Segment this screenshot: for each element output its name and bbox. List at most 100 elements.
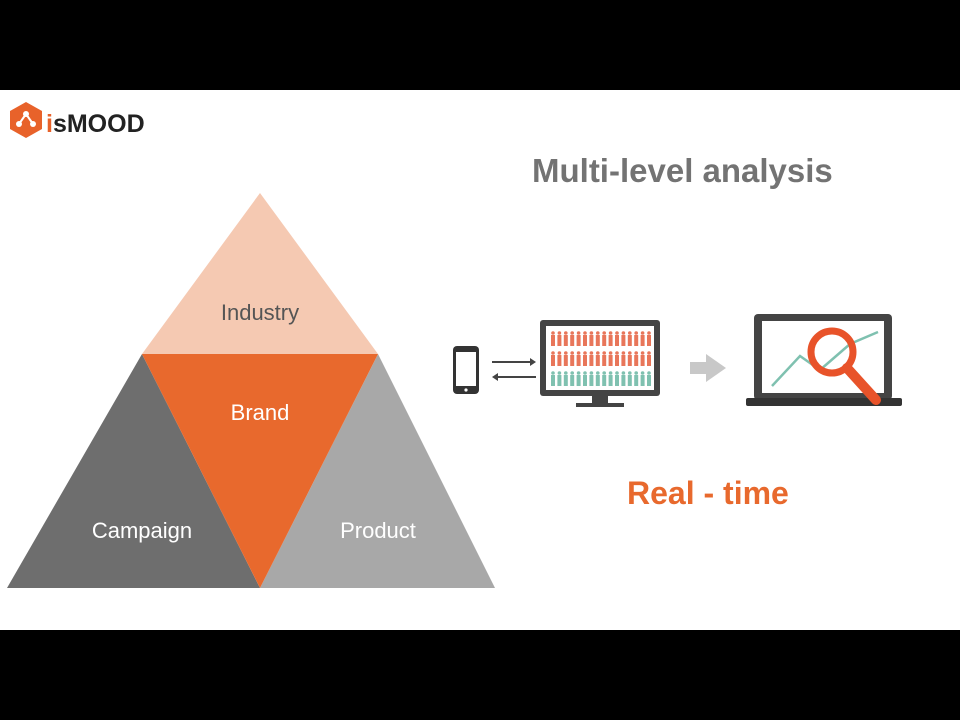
person-icon — [640, 371, 645, 375]
person-icon — [634, 355, 639, 366]
person-icon — [647, 371, 651, 375]
person-icon — [583, 335, 587, 346]
person-icon — [563, 355, 568, 366]
person-icon — [576, 335, 581, 346]
person-icon — [640, 375, 645, 386]
person-icon — [576, 351, 581, 355]
laptop-search-icon — [746, 314, 902, 406]
person-icon — [640, 335, 645, 346]
person-icon — [595, 375, 600, 386]
person-icon — [596, 351, 600, 355]
person-icon — [589, 331, 594, 335]
logo-wordmark: isMOOD — [46, 110, 145, 138]
person-icon — [602, 335, 607, 346]
person-icon — [596, 331, 600, 335]
person-icon — [551, 375, 555, 386]
person-icon — [563, 335, 568, 346]
person-icon — [647, 375, 651, 386]
person-icon — [602, 371, 606, 375]
person-icon — [570, 375, 575, 386]
person-icon — [627, 355, 632, 366]
slide: isMOOD Multi-level analysis Industry Bra… — [0, 90, 960, 630]
person-icon — [602, 355, 607, 366]
person-icon — [608, 375, 613, 386]
person-icon — [615, 335, 619, 346]
person-icon — [628, 371, 632, 375]
person-icon — [615, 371, 619, 375]
person-icon — [551, 335, 555, 346]
person-icon — [596, 371, 600, 375]
headline: Multi-level analysis — [532, 152, 833, 189]
person-icon — [621, 351, 626, 355]
person-icon — [640, 355, 645, 366]
person-icon — [589, 355, 594, 366]
person-icon — [595, 335, 600, 346]
campaign-label: Campaign — [91, 518, 193, 543]
smartphone-icon — [453, 346, 479, 394]
person-icon — [628, 331, 632, 335]
brand-triangle — [142, 354, 378, 588]
person-icon — [557, 351, 562, 355]
person-icon — [608, 331, 613, 335]
person-icon — [602, 331, 606, 335]
person-icon — [557, 371, 562, 375]
person-icon — [564, 371, 568, 375]
right-arrow-icon — [690, 354, 726, 382]
person-icon — [551, 351, 555, 355]
person-icon — [621, 371, 626, 375]
person-icon — [570, 351, 574, 355]
person-icon — [583, 375, 587, 386]
person-icon — [602, 351, 606, 355]
person-icon — [557, 355, 562, 366]
person-icon — [583, 331, 587, 335]
person-icon — [615, 351, 619, 355]
data-flow-illustration — [440, 300, 920, 430]
campaign-triangle — [7, 354, 260, 588]
person-icon — [615, 355, 619, 366]
person-icon — [608, 355, 613, 366]
person-icon — [647, 331, 651, 335]
person-icon — [627, 335, 632, 346]
person-icon — [595, 355, 600, 366]
person-icon — [551, 331, 555, 335]
person-icon — [615, 375, 619, 386]
monitor-people-icon — [540, 320, 660, 407]
product-triangle — [260, 354, 495, 588]
person-icon — [583, 351, 587, 355]
person-icon — [608, 351, 613, 355]
person-icon — [570, 371, 574, 375]
brand-label: Brand — [230, 400, 290, 425]
person-icon — [557, 335, 562, 346]
person-icon — [640, 331, 645, 335]
person-icon — [647, 355, 651, 366]
person-icon — [576, 375, 581, 386]
ismood-logo: isMOOD — [6, 100, 156, 140]
person-icon — [583, 371, 587, 375]
person-icon — [563, 375, 568, 386]
person-icon — [640, 351, 645, 355]
person-icon — [621, 375, 626, 386]
person-icon — [557, 331, 562, 335]
person-icon — [570, 331, 574, 335]
person-icon — [551, 371, 555, 375]
person-icon — [608, 371, 613, 375]
person-icon — [634, 335, 639, 346]
realtime-tagline: Real - time — [627, 475, 789, 511]
person-icon — [564, 351, 568, 355]
person-icon — [589, 371, 594, 375]
person-icon — [557, 375, 562, 386]
person-icon — [576, 371, 581, 375]
person-icon — [621, 335, 626, 346]
person-icon — [589, 375, 594, 386]
person-icon — [576, 355, 581, 366]
person-icon — [634, 371, 638, 375]
hexagon-logo-icon — [10, 102, 42, 138]
person-icon — [647, 351, 651, 355]
exchange-arrows-icon — [492, 358, 536, 381]
person-icon — [551, 355, 555, 366]
industry-label: Industry — [220, 300, 300, 325]
product-label: Product — [340, 518, 416, 543]
person-icon — [647, 335, 651, 346]
person-icon — [564, 331, 568, 335]
person-icon — [628, 351, 632, 355]
